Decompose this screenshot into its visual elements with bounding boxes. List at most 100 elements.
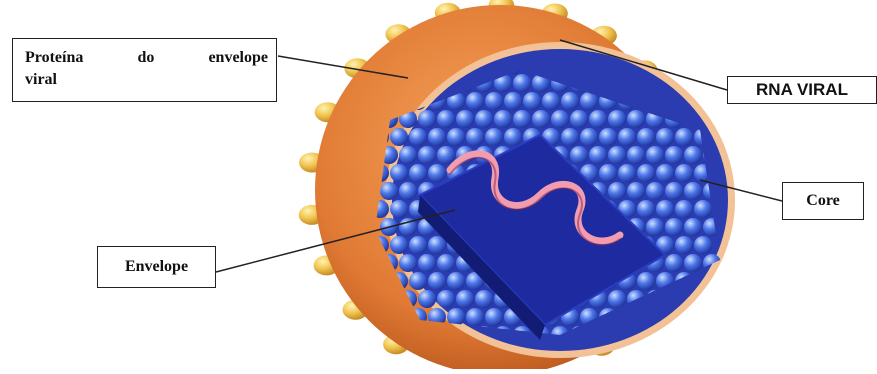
core-sphere bbox=[618, 164, 636, 182]
core-sphere bbox=[637, 200, 655, 218]
core-sphere bbox=[485, 308, 503, 326]
core-sphere bbox=[390, 200, 408, 218]
core-sphere bbox=[399, 182, 417, 200]
core-sphere bbox=[656, 200, 674, 218]
core-sphere bbox=[409, 272, 427, 290]
core-sphere bbox=[580, 128, 598, 146]
core-sphere bbox=[485, 92, 503, 110]
core-sphere bbox=[589, 146, 607, 164]
core-sphere bbox=[504, 92, 522, 110]
core-sphere bbox=[409, 128, 427, 146]
core-sphere bbox=[646, 182, 664, 200]
core-sphere bbox=[466, 92, 484, 110]
core-sphere bbox=[437, 290, 455, 308]
core-sphere bbox=[466, 308, 484, 326]
core-sphere bbox=[627, 182, 645, 200]
core-sphere bbox=[437, 254, 455, 272]
core-sphere bbox=[703, 290, 721, 308]
core-sphere bbox=[608, 290, 626, 308]
core-sphere bbox=[599, 128, 617, 146]
core-sphere bbox=[684, 326, 702, 344]
core-sphere bbox=[437, 146, 455, 164]
core-sphere bbox=[675, 164, 693, 182]
core-sphere bbox=[694, 56, 712, 74]
core-sphere bbox=[637, 164, 655, 182]
label-protein-envelope: Proteína do envelope viral bbox=[12, 38, 277, 102]
core-sphere bbox=[390, 236, 408, 254]
core-sphere bbox=[675, 56, 693, 74]
core-sphere bbox=[665, 182, 683, 200]
core-sphere bbox=[428, 128, 446, 146]
core-sphere bbox=[532, 110, 550, 128]
core-sphere bbox=[409, 236, 427, 254]
core-sphere bbox=[551, 110, 569, 128]
core-sphere bbox=[627, 110, 645, 128]
core-sphere bbox=[665, 146, 683, 164]
core-sphere bbox=[504, 128, 522, 146]
core-sphere bbox=[418, 110, 436, 128]
core-sphere bbox=[589, 110, 607, 128]
core-sphere bbox=[418, 290, 436, 308]
core-sphere bbox=[561, 92, 579, 110]
core-sphere bbox=[684, 218, 702, 236]
core-sphere bbox=[390, 164, 408, 182]
core-sphere bbox=[684, 182, 702, 200]
core-sphere bbox=[656, 128, 674, 146]
core-sphere bbox=[390, 128, 408, 146]
core-sphere bbox=[475, 290, 493, 308]
core-sphere bbox=[447, 128, 465, 146]
core-sphere bbox=[703, 326, 721, 344]
core-sphere bbox=[380, 182, 398, 200]
core-sphere bbox=[684, 74, 702, 92]
core-sphere bbox=[675, 200, 693, 218]
core-sphere bbox=[637, 128, 655, 146]
core-sphere bbox=[618, 128, 636, 146]
core-sphere bbox=[409, 164, 427, 182]
core-sphere bbox=[399, 254, 417, 272]
core-sphere bbox=[570, 146, 588, 164]
label-protein-word-3: envelope bbox=[208, 47, 268, 69]
core-sphere bbox=[656, 164, 674, 182]
core-sphere bbox=[485, 128, 503, 146]
core-sphere bbox=[665, 326, 683, 344]
label-protein-word-1: Proteína bbox=[25, 47, 83, 69]
core-sphere bbox=[608, 110, 626, 128]
core-sphere bbox=[627, 146, 645, 164]
label-core: Core bbox=[782, 182, 864, 220]
core-sphere bbox=[694, 200, 712, 218]
core-sphere bbox=[665, 218, 683, 236]
label-protein-word-2: do bbox=[137, 47, 154, 69]
core-sphere bbox=[399, 146, 417, 164]
core-sphere bbox=[447, 272, 465, 290]
core-sphere bbox=[675, 236, 693, 254]
core-sphere bbox=[523, 92, 541, 110]
core-sphere bbox=[418, 146, 436, 164]
core-sphere bbox=[456, 290, 474, 308]
core-sphere bbox=[428, 236, 446, 254]
label-rna-viral: RNA VIRAL bbox=[727, 76, 877, 104]
core-sphere bbox=[665, 254, 683, 272]
core-sphere bbox=[513, 74, 531, 92]
core-sphere bbox=[599, 164, 617, 182]
core-sphere bbox=[428, 272, 446, 290]
core-sphere bbox=[608, 182, 626, 200]
core-sphere bbox=[513, 110, 531, 128]
core-sphere bbox=[570, 110, 588, 128]
core-sphere bbox=[494, 110, 512, 128]
core-sphere bbox=[466, 128, 484, 146]
core-sphere bbox=[646, 218, 664, 236]
core-sphere bbox=[684, 254, 702, 272]
core-sphere bbox=[684, 146, 702, 164]
core-sphere bbox=[475, 110, 493, 128]
label-protein-line-2: viral bbox=[25, 69, 268, 91]
core-sphere bbox=[646, 146, 664, 164]
core-sphere bbox=[561, 128, 579, 146]
core-sphere bbox=[437, 110, 455, 128]
core-sphere bbox=[637, 272, 655, 290]
core-sphere bbox=[694, 236, 712, 254]
core-sphere bbox=[456, 110, 474, 128]
core-sphere bbox=[694, 308, 712, 326]
core-sphere bbox=[428, 164, 446, 182]
core-sphere bbox=[675, 128, 693, 146]
